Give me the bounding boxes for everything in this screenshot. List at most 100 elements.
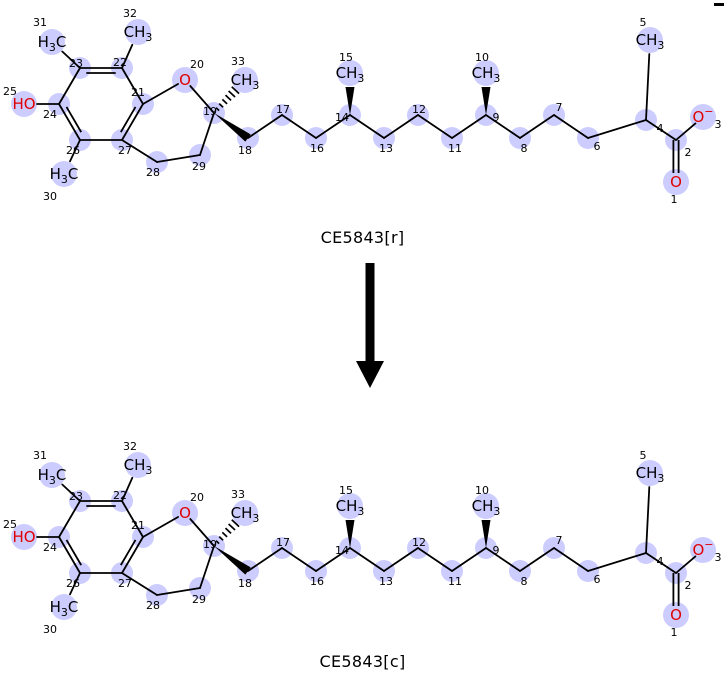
atom-label: H3C [50, 165, 79, 186]
atom-number: 32 [123, 7, 137, 20]
atom-number: 15 [339, 484, 353, 497]
atom-number: 25 [3, 85, 17, 98]
atom-number: 23 [69, 490, 83, 503]
atom-highlight [473, 60, 499, 86]
bond [451, 547, 487, 572]
bond [417, 114, 453, 139]
atom-highlight [125, 19, 151, 45]
atom-label: O [670, 173, 682, 191]
atom-label: O [670, 606, 682, 624]
wedge-bond [345, 520, 355, 548]
atom-number: 21 [131, 86, 145, 99]
hash-bond [218, 102, 224, 108]
atom-number: 19 [203, 105, 217, 118]
atom-number: 1 [671, 193, 678, 206]
hash-bond [231, 86, 240, 95]
atom-highlight [11, 91, 37, 117]
bond [142, 83, 179, 105]
atom-number: 1 [671, 626, 678, 639]
hash-bond [218, 535, 224, 541]
atom-number: 8 [521, 575, 528, 588]
atom-number: 13 [379, 142, 393, 155]
atom-number: 32 [123, 440, 137, 453]
atom-number: 13 [379, 575, 393, 588]
bond [189, 518, 215, 547]
atom-label: CH3 [124, 23, 153, 44]
atom-highlight [663, 602, 689, 628]
atom-number: 30 [43, 190, 57, 203]
atom-number: 24 [43, 108, 57, 121]
arrow-head [356, 361, 384, 388]
atom-number: 25 [3, 518, 17, 531]
atom-label: O [179, 71, 191, 89]
atom-number: 12 [412, 103, 426, 116]
atom-highlight [690, 537, 716, 563]
atom-number: 20 [190, 58, 204, 71]
atom-number: 12 [412, 536, 426, 549]
atom-number: 33 [231, 55, 245, 68]
atom-label: CH3 [124, 456, 153, 477]
bond [315, 547, 351, 572]
atom-number: 18 [238, 577, 252, 590]
atom-label: CH3 [472, 64, 501, 85]
bond [383, 547, 419, 572]
arrow-shaft [365, 263, 375, 363]
atom-number: 28 [146, 599, 160, 612]
aromatic-inner-bond [120, 106, 137, 133]
bond [451, 114, 487, 139]
atom-number: 20 [190, 491, 204, 504]
atom-highlight [637, 460, 663, 486]
bond [189, 85, 215, 114]
wedge-bond [214, 546, 251, 575]
atom-number: 6 [594, 573, 601, 586]
atom-number: 21 [131, 519, 145, 532]
atom-number: 2 [685, 579, 692, 592]
bond [587, 552, 647, 572]
bond [121, 139, 158, 163]
bond [121, 476, 134, 502]
wedge-bond [345, 87, 355, 115]
atom-number: 14 [335, 111, 349, 124]
atom-number: 29 [192, 160, 206, 173]
bond [121, 572, 158, 596]
atom-number: 5 [640, 16, 647, 29]
atom-number: 10 [475, 484, 489, 497]
atom-highlight [232, 500, 258, 526]
wedge-bond [481, 520, 491, 548]
atom-number: 27 [118, 577, 132, 590]
atom-number: 5 [640, 449, 647, 462]
atom-label: HO [12, 528, 35, 546]
atom-label: O− [692, 105, 713, 126]
atom-label: CH3 [636, 31, 665, 52]
bond [156, 154, 201, 163]
bond [553, 547, 589, 572]
atom-number: 2 [685, 146, 692, 159]
hash-bond [221, 98, 228, 105]
bond [519, 547, 555, 572]
atom-number: 26 [66, 577, 80, 590]
atom-label: O [179, 504, 191, 522]
bond [485, 547, 521, 572]
bond [69, 572, 81, 596]
atom-number: 6 [594, 140, 601, 153]
atom-number: 22 [113, 489, 127, 502]
bond [156, 587, 201, 596]
atom-number: 29 [192, 593, 206, 606]
atom-label: CH3 [636, 464, 665, 485]
bond [121, 67, 144, 105]
atom-label: CH3 [336, 64, 365, 85]
atom-number: 7 [556, 101, 563, 114]
bond [121, 103, 144, 141]
bond [645, 486, 651, 554]
aromatic-inner-bond [120, 539, 137, 566]
atom-number: 31 [33, 16, 47, 29]
atom-highlight [473, 493, 499, 519]
hash-bond [228, 523, 236, 531]
atom-number: 17 [276, 103, 290, 116]
reaction-arrow [356, 263, 384, 388]
atom-highlight [232, 67, 258, 93]
aromatic-inner-bond [65, 539, 82, 566]
atom-number: 7 [556, 534, 563, 547]
